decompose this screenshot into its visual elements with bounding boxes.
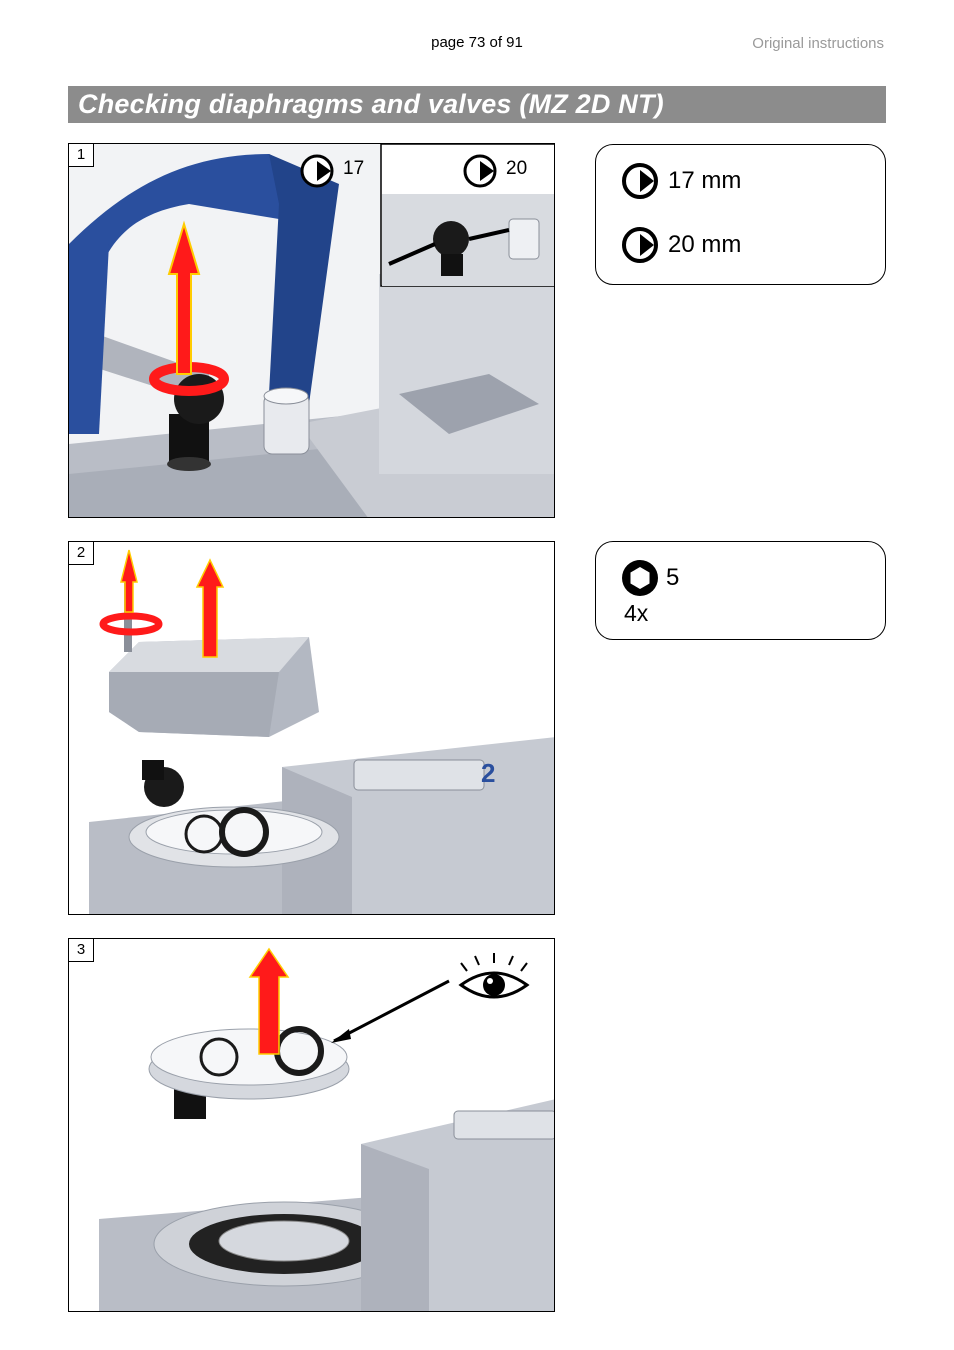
quantity-label: 4x <box>624 600 649 626</box>
page-number: page 73 of 91 <box>431 34 523 51</box>
step-number: 3 <box>69 939 94 962</box>
inspect-eye-icon <box>458 953 530 999</box>
step-2-illustration: 2 2 <box>68 541 555 915</box>
section-title: Checking diaphragms and valves (MZ 2D NT… <box>78 89 664 119</box>
svg-text:2: 2 <box>481 758 495 788</box>
open-end-wrench-icon <box>622 227 658 263</box>
wrench-size-label: 20 <box>506 158 528 179</box>
step-number: 1 <box>69 144 94 167</box>
section-title-bar: Checking diaphragms and valves (MZ 2D NT… <box>68 86 886 123</box>
tool-spec-text: 5 <box>666 564 680 591</box>
step-number: 2 <box>69 542 94 565</box>
wrench-size-label: 17 <box>343 158 365 179</box>
tool-spec-box: 5 4x <box>595 541 886 640</box>
step-1-illustration: 1 17 20 <box>68 143 555 518</box>
head-cover-removal-illustration: 2 <box>69 542 554 914</box>
wrench-17-icon <box>300 154 334 188</box>
tool-spec-text: 17 mm <box>668 167 742 194</box>
step-3-illustration: 3 <box>68 938 555 1312</box>
tool-spec-box: 17 mm 20 mm <box>595 144 886 285</box>
valve-plate-inspection-illustration <box>69 939 554 1311</box>
hex-key-icon <box>622 560 658 596</box>
tool-spec-text: 20 mm <box>668 231 742 258</box>
pump-head-connector-illustration <box>69 144 554 517</box>
wrench-20-icon <box>463 154 497 188</box>
open-end-wrench-icon <box>622 163 658 199</box>
document-type-label: Original instructions <box>752 35 884 52</box>
